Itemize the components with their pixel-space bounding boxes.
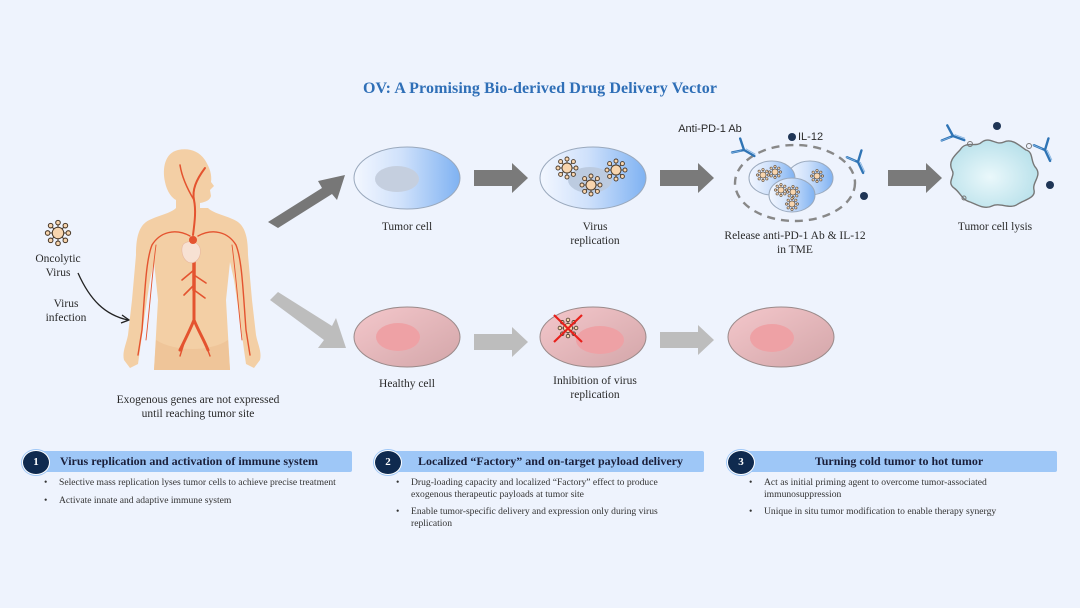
tumor-cell-label: Tumor cell (381, 221, 433, 233)
tumor-cell-lysis-icon (950, 139, 1039, 209)
bullet-item: Act as initial priming agent to overcome… (749, 477, 1057, 500)
arrow-right-5 (660, 325, 714, 355)
il12-icon (860, 192, 868, 200)
step-number-badge: 2 (374, 450, 402, 475)
label-line: Virus (53, 298, 79, 310)
label-line: Oncolytic (35, 253, 81, 265)
label-line: Virus (45, 267, 71, 279)
bullet-item: Unique in situ tumor modification to ena… (749, 506, 1057, 518)
antibody-icon (939, 123, 969, 150)
virus-infection-label: Virus infection (34, 297, 98, 325)
bullet-item: Enable tumor-specific delivery and expre… (396, 506, 684, 529)
oncolytic-virus-label: Oncolytic Virus (20, 252, 96, 280)
bullet-item: Drug-loading capacity and localized “Fac… (396, 477, 684, 500)
label-line: replication (570, 235, 620, 247)
healthy-cell-label: Healthy cell (379, 378, 435, 390)
panel-heading: Virus replication and activation of immu… (36, 451, 352, 472)
arrow-to-tumor (268, 175, 345, 228)
antibody-icon (1031, 136, 1059, 166)
arrow-to-healthy (270, 292, 346, 348)
healthy-cell-icon (353, 306, 461, 368)
bullet-item: Activate innate and adaptive immune syst… (44, 495, 352, 507)
label-line: Exogenous genes are not expressed (116, 394, 280, 406)
bullet-item: Selective mass replication lyses tumor c… (44, 477, 352, 489)
antibody-icon (844, 148, 872, 178)
tumor-cell-icon (353, 146, 461, 210)
arrow-right-1 (474, 163, 528, 193)
tme-release-icon (733, 143, 857, 223)
label-line: infection (45, 312, 87, 324)
arrow-right-3 (888, 163, 942, 193)
inhibited-virus-cell-icon (539, 306, 647, 368)
tumor-lysis-label: Tumor cell lysis (957, 221, 1033, 233)
label-line: Inhibition of virus (553, 375, 637, 387)
il12-icon (788, 133, 796, 141)
human-body-icon (123, 149, 261, 370)
release-label: Release anti-PD-1 Ab & IL-12 in TME (705, 229, 885, 257)
label-line: Release anti-PD-1 Ab & IL-12 (724, 230, 866, 242)
label-line: until reaching tumor site (141, 408, 255, 420)
oncolytic-virus-icon (44, 219, 72, 247)
body-caption: Exogenous genes are not expressed until … (90, 393, 306, 421)
arrow-right-4 (474, 327, 528, 357)
virus-replication-cell-icon (539, 146, 647, 210)
inhibition-label: Inhibition of virus replication (533, 374, 657, 402)
panel-heading: Localized “Factory” and on-target payloa… (388, 451, 704, 472)
arrow-right-2 (660, 163, 714, 193)
panel-heading: Turning cold tumor to hot tumor (741, 451, 1057, 472)
step-number-badge: 1 (22, 450, 50, 475)
bullet-list: Selective mass replication lyses tumor c… (44, 477, 352, 512)
bullet-list: Drug-loading capacity and localized “Fac… (396, 477, 684, 535)
cross-icon (553, 314, 583, 343)
label-line: in TME (777, 244, 813, 256)
anti-pd1-label: Anti-PD-1 Ab (678, 123, 742, 135)
bullet-list: Act as initial priming agent to overcome… (749, 477, 1057, 524)
label-line: replication (570, 389, 620, 401)
infection-arrow (77, 272, 129, 321)
step-number-badge: 3 (727, 450, 755, 475)
il12-icon (993, 122, 1001, 130)
label-line: Virus (582, 221, 608, 233)
diagram-title: OV: A Promising Bio-derived Drug Deliver… (362, 80, 718, 97)
il12-label: IL-12 (798, 131, 824, 143)
healthy-cell-unchanged-icon (727, 306, 835, 368)
antibody-icon (729, 136, 760, 165)
virus-replication-label: Virus replication (545, 220, 645, 248)
il12-icon (1046, 181, 1054, 189)
